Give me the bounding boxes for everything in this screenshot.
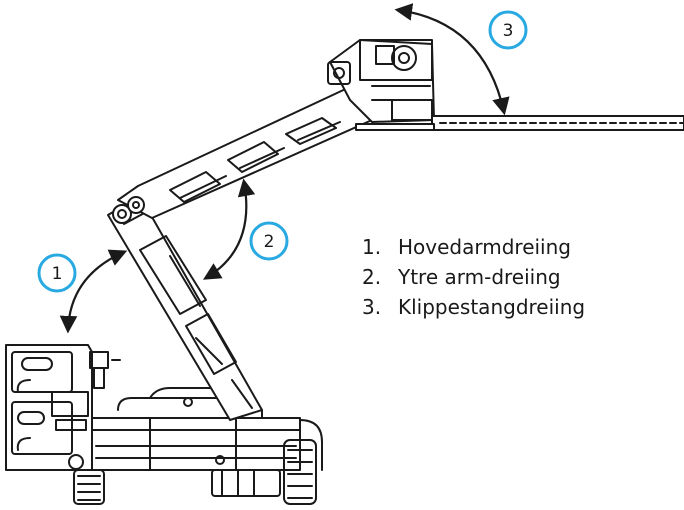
legend-item-label: Klippestangdreiing <box>398 295 586 319</box>
legend-item-number: 1. <box>362 235 382 259</box>
callout-1-number: 1 <box>52 264 63 284</box>
legend-item-number: 3. <box>362 295 382 319</box>
rotation-arrow-cutter-bar <box>394 3 510 116</box>
legend-item: 3. Klippestangdreiing <box>362 292 585 322</box>
legend-item-number: 2. <box>362 265 382 289</box>
callout-3-number: 3 <box>503 21 514 41</box>
callout-2-number: 2 <box>264 232 275 252</box>
outer-arm <box>117 85 373 219</box>
legend-list: 1. Hovedarmdreiing 2. Ytre arm-dreiing 3. K… <box>362 232 585 322</box>
legend-item: 2. Ytre arm-dreiing <box>362 262 585 292</box>
callout-1: 1 <box>37 253 77 293</box>
callout-3: 3 <box>488 10 528 50</box>
legend-item: 1. Hovedarmdreiing <box>362 232 585 262</box>
cutter-bar <box>355 115 684 131</box>
machine-base <box>5 344 323 505</box>
rotation-arrow-outer-arm <box>202 178 256 280</box>
legend-item-label: Hovedarmdreiing <box>398 235 571 259</box>
rotation-arrow-main-arm <box>59 249 128 334</box>
main-arm <box>107 195 263 421</box>
legend-item-label: Ytre arm-dreiing <box>398 265 561 289</box>
callout-2: 2 <box>249 221 289 261</box>
